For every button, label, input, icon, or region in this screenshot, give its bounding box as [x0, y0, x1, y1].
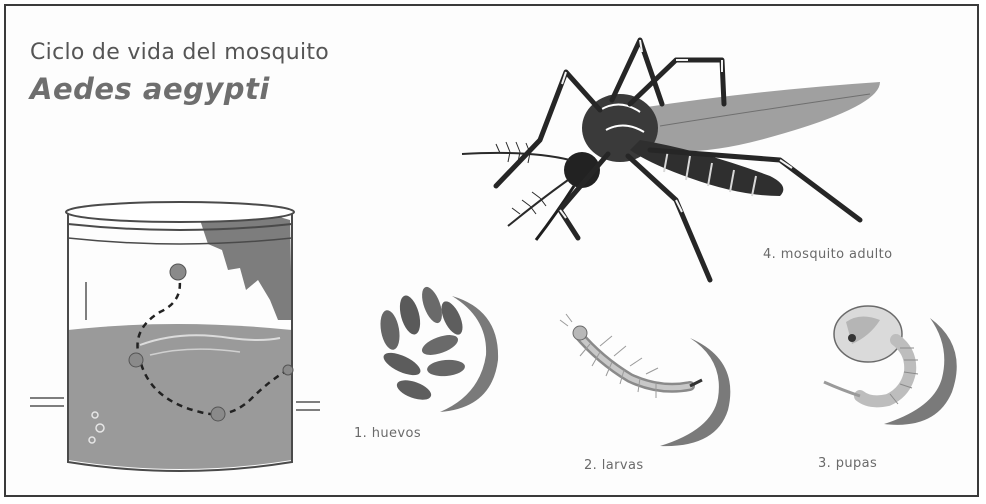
- larva-icon: [560, 314, 730, 446]
- stage-label-adult: 4. mosquito adulto: [763, 247, 893, 262]
- stage-label-eggs: 1. huevos: [354, 426, 421, 441]
- pupa-icon: [824, 306, 957, 425]
- species-name: Aedes aegypti: [30, 72, 270, 106]
- jar-icon: [30, 202, 320, 471]
- eggs-icon: [378, 284, 498, 412]
- stage-label-larvae: 2. larvas: [584, 458, 644, 473]
- stage-label-pupae: 3. pupas: [818, 456, 877, 471]
- diagram-title: Ciclo de vida del mosquito: [30, 40, 329, 65]
- adult-mosquito-icon: [462, 40, 880, 280]
